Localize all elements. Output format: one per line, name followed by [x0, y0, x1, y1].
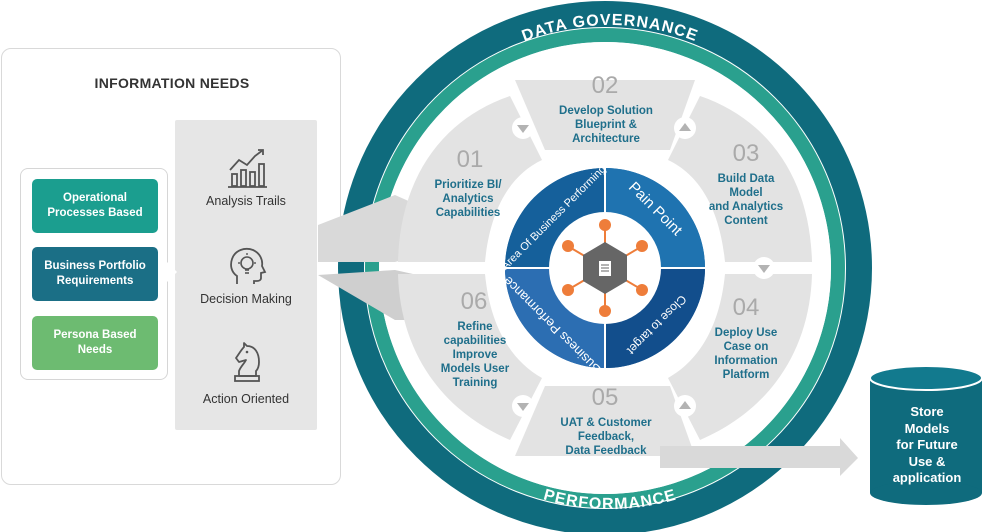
- step-text-line: Prioritize BI/: [434, 179, 502, 191]
- inner-ring-performance: [365, 28, 845, 508]
- need-persona: Persona Based Needs: [32, 316, 158, 370]
- step-text-line: Platform: [722, 369, 770, 381]
- bar-chart-trend-icon: [228, 149, 267, 188]
- step-text-line: UAT & Customer: [560, 417, 652, 429]
- outer-ring-governance: [338, 1, 872, 532]
- need-operational: Operational Processes Based: [32, 179, 158, 233]
- step-text-line: Content: [724, 215, 768, 227]
- step-block-02: [515, 80, 695, 150]
- step-blocks: [398, 80, 812, 456]
- step-text-line: Information: [714, 355, 778, 367]
- step-block-04: [668, 274, 812, 440]
- step-block-06: [398, 274, 542, 440]
- step-text-line: Training: [452, 377, 498, 389]
- step-text-line: Analytics: [442, 193, 494, 205]
- arrow-up-icon: [679, 401, 691, 409]
- step-number-04: 04: [732, 294, 760, 321]
- step-text-line: Models User: [440, 363, 510, 375]
- arrow-up-icon: [679, 123, 691, 131]
- needs-box: Operational Processes Based Business Por…: [20, 168, 168, 380]
- step-block-05: [515, 386, 695, 456]
- step-text-line: Refine: [457, 321, 493, 333]
- needs-pointer: [167, 262, 177, 282]
- step-text-line: Model: [729, 187, 763, 199]
- chess-knight-icon: [234, 342, 260, 382]
- trail-label-decision: Decision Making: [200, 292, 292, 306]
- need-business-portfolio: Business Portfolio Requirements: [32, 247, 158, 301]
- store-text-line: Store: [910, 404, 944, 419]
- step-number-03: 03: [732, 140, 760, 167]
- step-number-02: 02: [591, 72, 619, 99]
- step-text-line: Blueprint &: [575, 119, 637, 131]
- step-text-line: Case on: [723, 341, 769, 353]
- step-block-01: [398, 96, 542, 262]
- team-meeting-icon: [562, 219, 648, 317]
- step-text-line: Deploy Use: [714, 327, 778, 339]
- step-text-line: Feedback,: [577, 431, 635, 443]
- store-text-line: Models: [904, 420, 950, 436]
- store-text-line: for Future: [896, 437, 958, 452]
- store-text-line: Use &: [908, 453, 946, 469]
- arrow-down-icon: [517, 403, 529, 411]
- trail-label-action: Action Oriented: [202, 392, 290, 406]
- step-text-line: Data Feedback: [565, 445, 647, 457]
- arrow-down-icon: [517, 125, 529, 133]
- flow-arrows: [512, 117, 775, 417]
- step-text-line: Capabilities: [435, 207, 501, 219]
- step-number-01: 01: [456, 146, 484, 173]
- output-arrow: [660, 438, 858, 476]
- information-needs-title: INFORMATION NEEDS: [94, 75, 250, 91]
- step-text-line: Improve: [452, 349, 498, 361]
- center-wheel: [505, 168, 705, 368]
- trails-column: Analysis Trails Decision Making Action O…: [175, 120, 317, 430]
- store-text-line: application: [892, 470, 962, 485]
- step-block-03: [668, 96, 812, 262]
- step-text-line: capabilities: [443, 335, 507, 347]
- step-number-06: 06: [460, 288, 488, 315]
- head-lightbulb-icon: [230, 247, 267, 284]
- step-number-05: 05: [591, 384, 619, 411]
- step-text-line: Build Data: [717, 173, 775, 185]
- step-text-line: Develop Solution: [559, 105, 653, 117]
- step-text-line: and Analytics: [708, 201, 784, 213]
- step-text-line: Architecture: [572, 133, 640, 145]
- arrow-down-icon: [758, 265, 770, 273]
- trail-label-analysis: Analysis Trails: [206, 194, 286, 208]
- store-cylinder: [869, 365, 983, 505]
